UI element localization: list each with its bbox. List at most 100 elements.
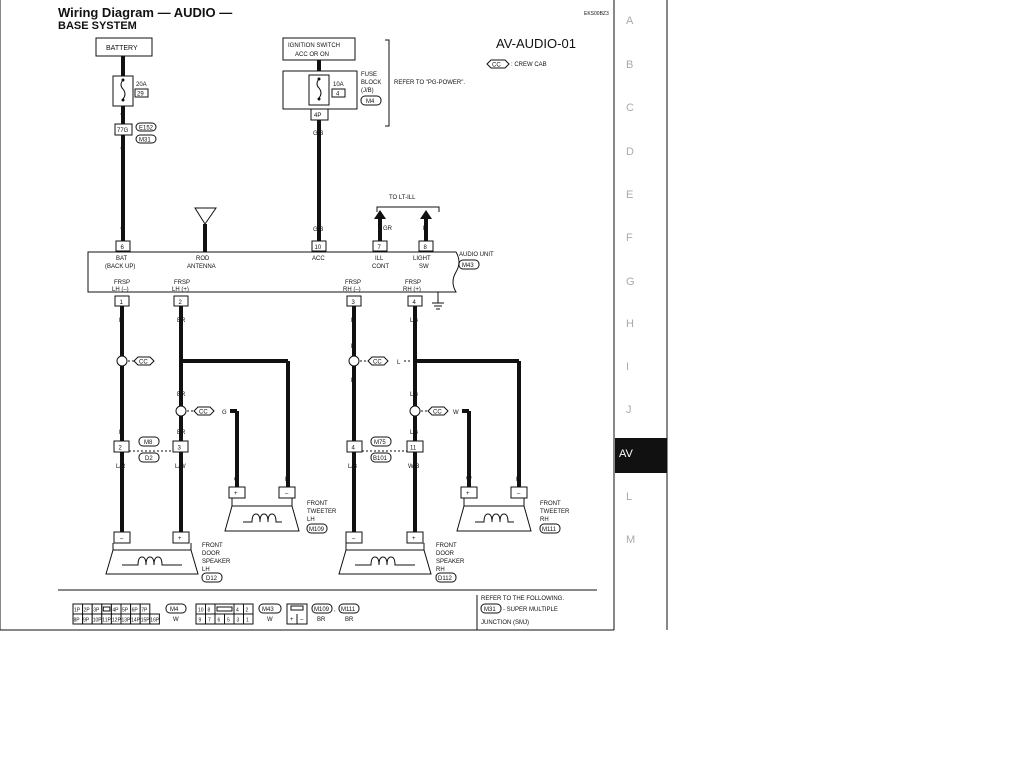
m4-pin-label: 11P: [102, 618, 111, 624]
svg-text:M31: M31: [484, 607, 496, 613]
svg-text:TWEETER: TWEETER: [307, 509, 337, 515]
svg-text:RH: RH: [436, 567, 445, 573]
pin-acc: 10: [315, 245, 322, 251]
tab-f[interactable]: F: [626, 232, 633, 244]
fuse-10a-icon: [316, 78, 322, 99]
pin-bat: 6: [121, 245, 125, 251]
tab-a[interactable]: A: [626, 15, 634, 27]
wire-color-y-bottom: Y: [120, 228, 124, 234]
m43-pin-label: 9: [199, 618, 202, 624]
svg-text:FRONT: FRONT: [307, 501, 328, 507]
speaker-lh-coil-icon: [122, 556, 182, 566]
svg-text:L: L: [516, 477, 520, 483]
svg-text:+: +: [466, 491, 470, 497]
tab-g[interactable]: G: [626, 276, 635, 288]
wire-color-gb-bottom: G/B: [313, 227, 323, 233]
svg-text:CC: CC: [199, 410, 208, 416]
connector-d12-tag: [201, 572, 223, 583]
connector-m109-face: + –: [286, 603, 308, 625]
svg-text:G: G: [234, 477, 239, 483]
footer-m111: M111: [341, 607, 356, 613]
connector-d2-tag: [138, 452, 160, 463]
fuse-20a-rating: 20A: [136, 82, 147, 88]
tab-c[interactable]: C: [626, 102, 634, 114]
m43-pin-label: 10: [198, 608, 204, 614]
svg-text:LG: LG: [410, 392, 418, 398]
svg-text:LH: LH: [307, 517, 315, 523]
svg-text:–: –: [517, 491, 521, 497]
m4-pin-label: 12P: [112, 618, 122, 624]
footer-m43: M43: [262, 607, 274, 613]
document-code: EKS00BZ3: [584, 11, 609, 17]
tab-d[interactable]: D: [626, 146, 634, 158]
splice-rh-plus: [409, 405, 421, 417]
svg-text:FRONT: FRONT: [436, 543, 457, 549]
svg-text:W/B: W/B: [408, 464, 419, 470]
svg-text:RH: RH: [540, 517, 549, 523]
m43-pin-label: 7: [208, 618, 211, 624]
svg-text:W: W: [466, 477, 472, 483]
tab-e[interactable]: E: [626, 189, 633, 201]
svg-text:R: R: [351, 318, 356, 324]
ground-icon: [432, 292, 444, 310]
svg-text:FRSP: FRSP: [345, 280, 361, 286]
m43-pin-label: 1: [246, 618, 249, 624]
wire-color-gb-top: G/B: [313, 131, 323, 137]
svg-text:M111: M111: [542, 527, 557, 533]
svg-text:ILL: ILL: [375, 256, 384, 262]
tab-h[interactable]: H: [626, 318, 634, 330]
svg-text:L: L: [119, 318, 123, 324]
connector-m8-tag: [138, 436, 160, 447]
svg-text:3: 3: [178, 446, 182, 452]
fuse-10a-rating: 10A: [333, 82, 344, 88]
connector-b101-tag: [370, 452, 392, 463]
pin-light: 8: [424, 245, 428, 251]
svg-text:SPEAKER: SPEAKER: [202, 559, 231, 565]
connector-77g-label: 77G: [117, 128, 129, 134]
m43-pin-label: 5: [227, 618, 230, 624]
svg-text:LIGHT: LIGHT: [413, 256, 431, 262]
fuse-20a-number: 29: [137, 92, 144, 98]
tab-b[interactable]: B: [626, 59, 633, 71]
svg-text:L/B: L/B: [348, 464, 357, 470]
rod-antenna-icon: [194, 207, 217, 225]
svg-text:ROD: ROD: [196, 256, 210, 262]
tab-av[interactable]: AV: [619, 448, 634, 460]
tab-j[interactable]: J: [626, 404, 632, 416]
svg-text:SW: SW: [419, 264, 429, 270]
svg-text:LH (–): LH (–): [112, 287, 129, 293]
svg-text:R: R: [351, 344, 356, 350]
m4-pin-label: 13P: [122, 618, 132, 624]
svg-text:LG: LG: [410, 318, 418, 324]
pin-frsp-rh-plus: 4: [413, 300, 417, 306]
svg-text:M8: M8: [144, 440, 153, 446]
tab-l[interactable]: L: [626, 491, 632, 503]
crew-cab-legend: CC : CREW CAB: [486, 59, 547, 69]
svg-text:D12: D12: [206, 576, 218, 582]
svg-text:CC: CC: [373, 360, 382, 366]
tab-i[interactable]: I: [626, 361, 629, 373]
svg-text:FRONT: FRONT: [202, 543, 223, 549]
m43-pin-label: 2: [246, 608, 249, 614]
splice-lh-plus: [175, 405, 187, 417]
audio-unit-box: [87, 251, 460, 293]
tab-av-active[interactable]: [615, 438, 667, 473]
footer-m4-color: W: [173, 617, 179, 623]
tab-m[interactable]: M: [626, 534, 635, 546]
m4-pin-label: 7P: [141, 608, 148, 614]
tweeter-lh-coil-icon: [243, 513, 282, 523]
pin-ill: 7: [378, 245, 382, 251]
svg-text:W: W: [453, 410, 459, 416]
svg-text:BAT: BAT: [116, 256, 128, 262]
svg-text:DOOR: DOOR: [202, 551, 221, 557]
svg-text:(J/B): (J/B): [361, 88, 374, 94]
m43-pin-label: 6: [218, 618, 221, 624]
svg-text:–: –: [285, 491, 289, 497]
pin-frsp-rh-minus: 3: [352, 300, 356, 306]
svg-text:R: R: [423, 226, 428, 232]
cc-tag: CC: [492, 63, 501, 69]
svg-text:M109: M109: [309, 527, 325, 533]
svg-text:+: +: [412, 536, 416, 542]
